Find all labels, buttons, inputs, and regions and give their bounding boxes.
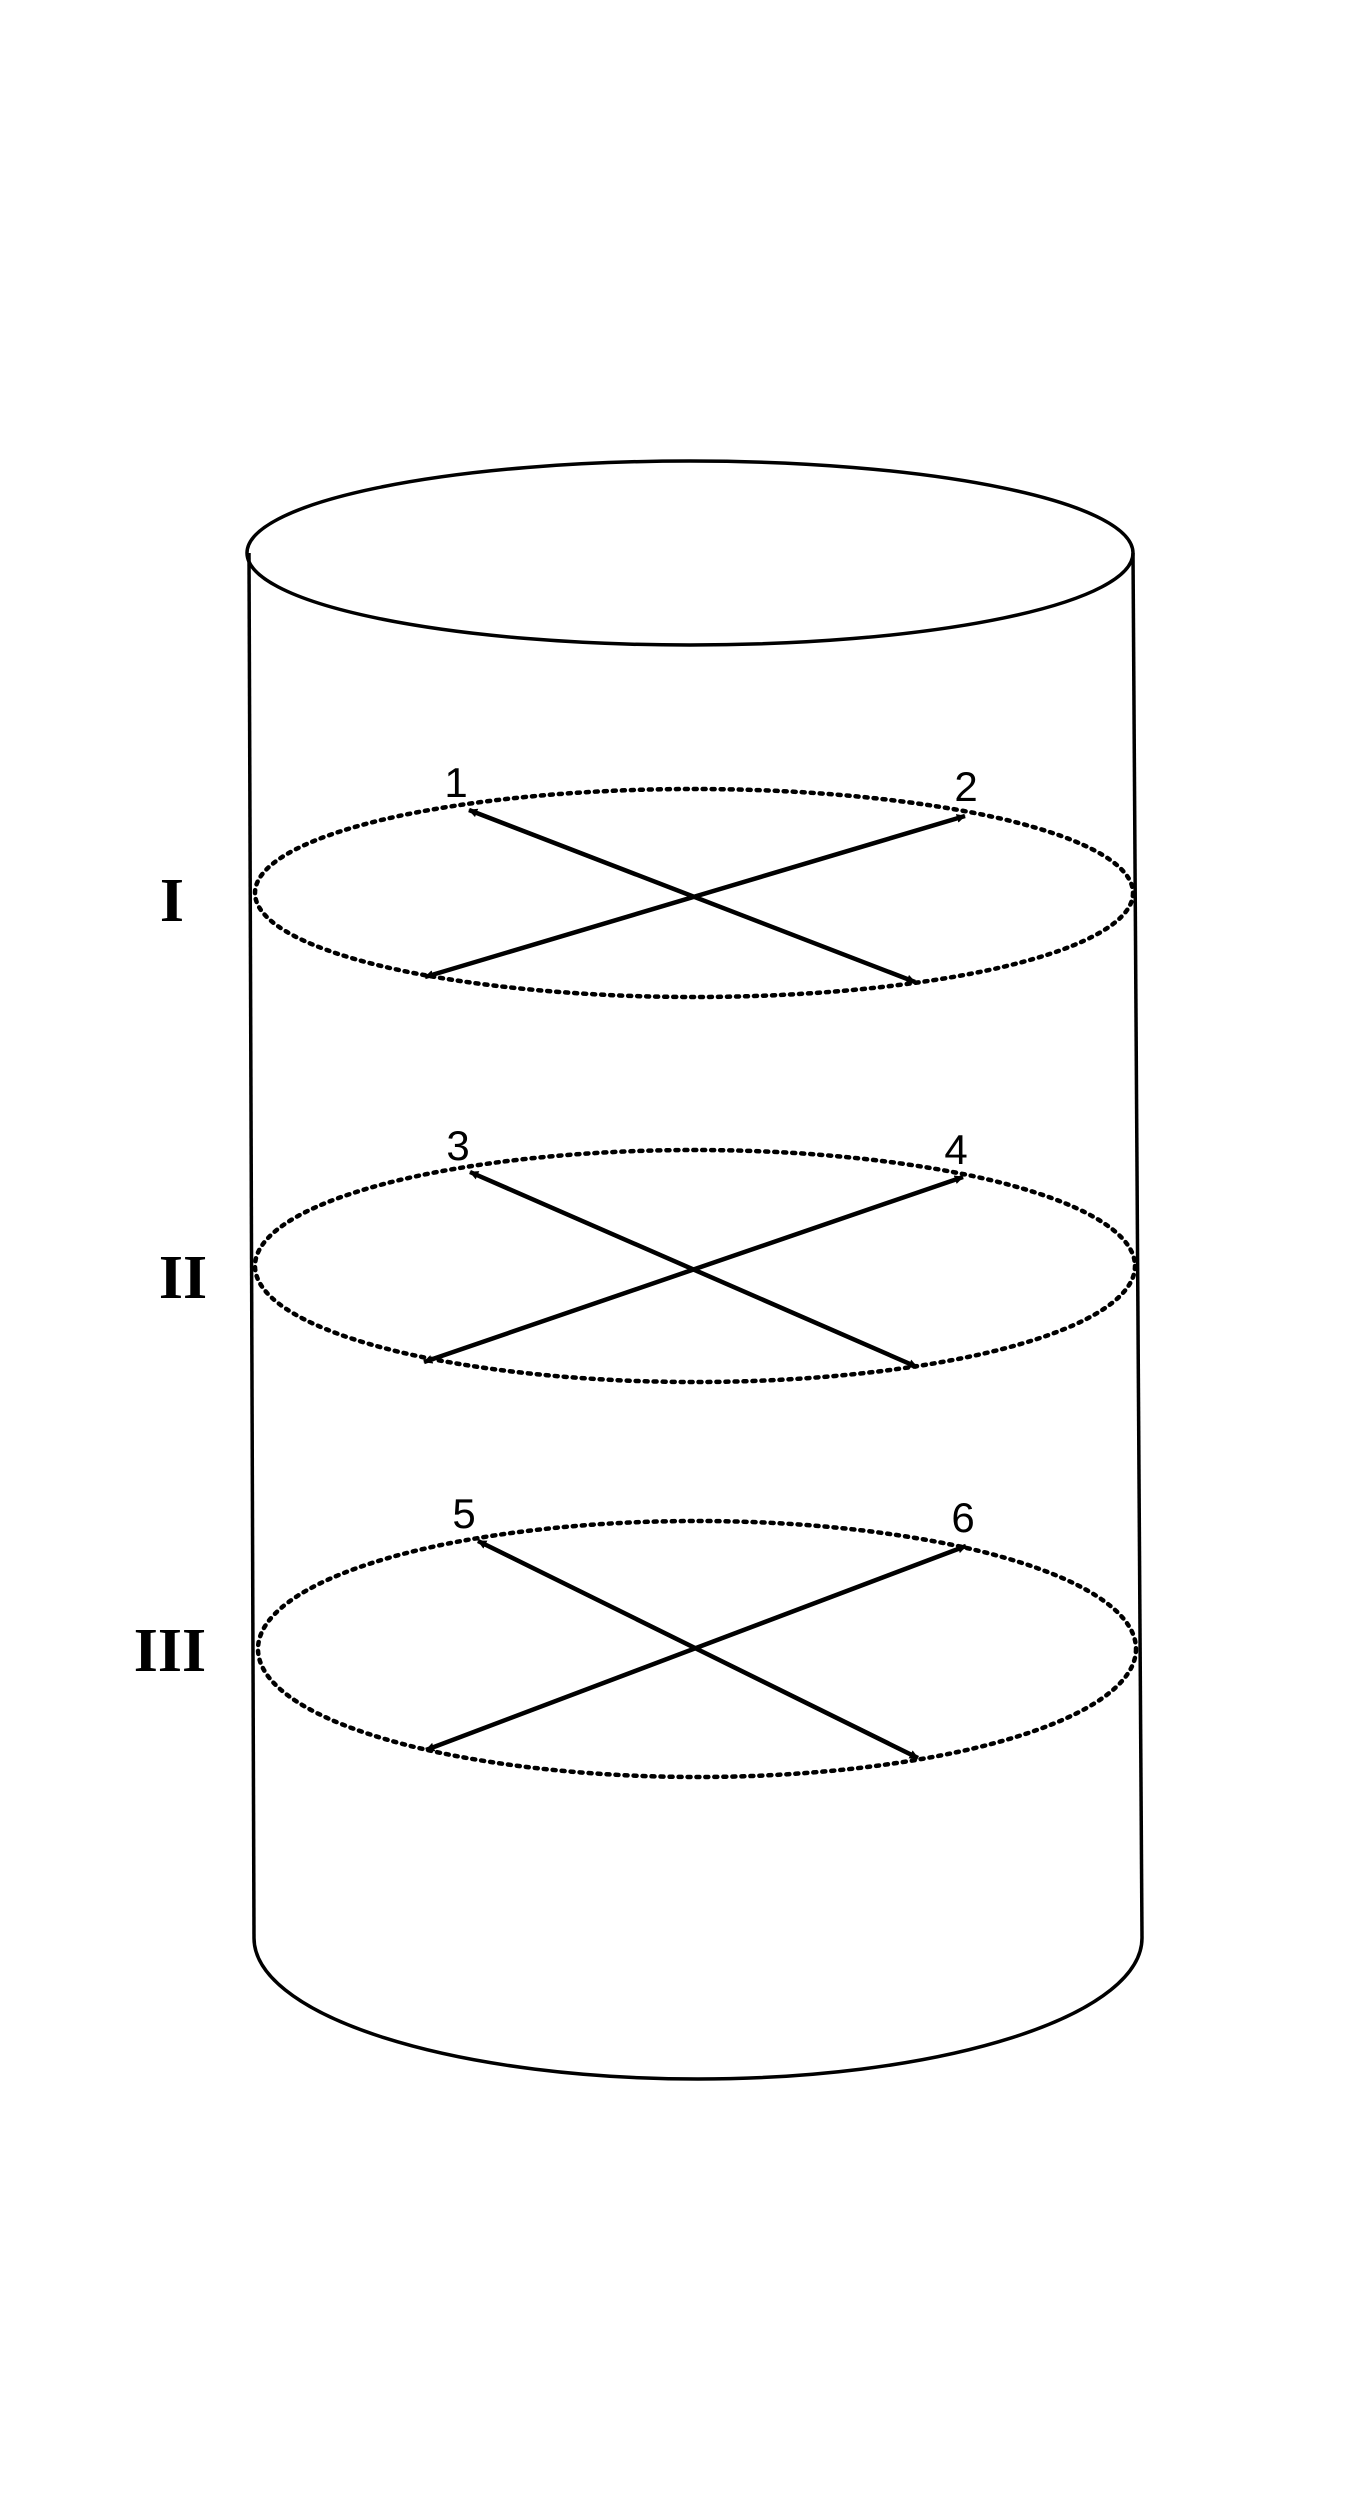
point-label-1: 1 bbox=[444, 759, 467, 806]
level-3-group: 5 6 III bbox=[134, 1490, 1139, 1780]
cylinder-right-wall bbox=[1131, 552, 1144, 1939]
level-2-group: 3 4 II bbox=[159, 1122, 1138, 1385]
point-label-3: 3 bbox=[446, 1122, 469, 1169]
level-1-arrow-b bbox=[424, 813, 966, 980]
level-2-slice bbox=[252, 1147, 1138, 1385]
cylinder-bottom-arc bbox=[252, 1937, 1144, 2081]
point-label-5: 5 bbox=[452, 1490, 475, 1537]
level-3-arrow-b bbox=[425, 1543, 967, 1753]
point-label-4: 4 bbox=[944, 1126, 967, 1173]
cylinder-left-wall bbox=[247, 552, 256, 1939]
level-3-slice bbox=[255, 1518, 1139, 1780]
point-label-6: 6 bbox=[951, 1494, 974, 1541]
level-label-1: I bbox=[160, 867, 184, 935]
level-1-group: 1 2 I bbox=[160, 759, 1136, 1000]
level-label-3: III bbox=[134, 1617, 206, 1685]
level-1-slice bbox=[252, 786, 1136, 1000]
level-label-2: II bbox=[159, 1244, 207, 1312]
point-label-2: 2 bbox=[954, 763, 977, 810]
level-2-arrow-b bbox=[423, 1174, 964, 1365]
cylinder-top-ellipse bbox=[245, 459, 1135, 647]
